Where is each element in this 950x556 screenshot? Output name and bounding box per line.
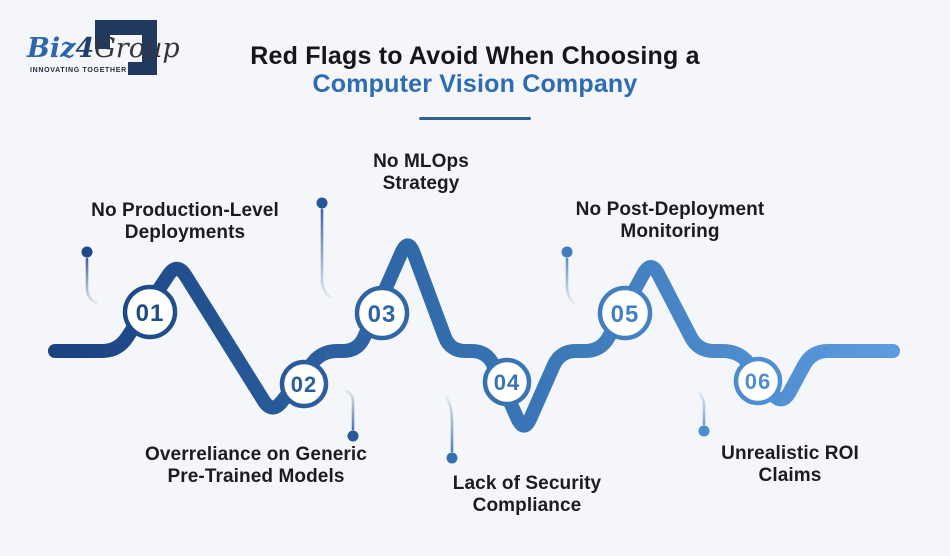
pin-dot-06 bbox=[698, 425, 710, 437]
pin-dot-04 bbox=[446, 452, 458, 464]
milestone-circle-01 bbox=[122, 284, 178, 340]
pin-line-04 bbox=[444, 395, 454, 453]
label-line: No Post-Deployment bbox=[575, 199, 765, 220]
label-line: Deployments bbox=[124, 222, 246, 243]
pin-connector-03 bbox=[316, 197, 332, 299]
milestone-number-02: 02 bbox=[291, 372, 317, 397]
pin-line-05 bbox=[565, 257, 576, 305]
pin-connector-02 bbox=[344, 389, 359, 442]
pin-connector-05 bbox=[561, 246, 576, 305]
milestone-node-03: 03 bbox=[354, 285, 410, 341]
pin-connector-06 bbox=[696, 390, 710, 437]
label-no-mlops-strategy: No MLOps Strategy bbox=[373, 151, 469, 195]
label-line: Unrealistic ROI bbox=[721, 443, 859, 464]
milestone-number-01: 01 bbox=[136, 300, 165, 327]
label-no-post-deployment-monitoring: No Post-Deployment Monitoring bbox=[576, 199, 765, 243]
label-line: Compliance bbox=[472, 495, 582, 516]
logo-text-4: 4 bbox=[75, 33, 95, 64]
pin-dot-05 bbox=[561, 246, 573, 258]
pin-line-03 bbox=[320, 208, 332, 299]
pin-dot-03 bbox=[316, 197, 328, 209]
label-no-production-level-deployments: No Production-Level Deployments bbox=[91, 200, 279, 244]
milestone-circle-04 bbox=[482, 357, 532, 407]
pin-connector-04 bbox=[444, 395, 458, 464]
milestone-node-01: 01 bbox=[122, 284, 178, 340]
pin-connector-01 bbox=[81, 246, 98, 305]
milestone-number-06: 06 bbox=[745, 369, 771, 394]
milestone-node-02: 02 bbox=[279, 359, 329, 409]
label-line: Pre-Trained Models bbox=[167, 466, 345, 487]
milestone-node-04: 04 bbox=[482, 357, 532, 407]
pin-dot-01 bbox=[81, 246, 93, 258]
label-line: No MLOps bbox=[373, 151, 469, 172]
label-line: Lack of Security bbox=[452, 473, 602, 494]
biz4group-logo: Biz4Group bbox=[27, 35, 180, 63]
label-line: Overreliance on Generic bbox=[145, 444, 367, 465]
milestone-circle-06 bbox=[733, 356, 783, 406]
logo-bracket-path bbox=[95, 20, 157, 75]
label-line: Strategy bbox=[382, 173, 460, 194]
logo-text-group: Group bbox=[94, 33, 180, 64]
page-title-line2: Computer Vision Company bbox=[312, 70, 638, 98]
milestone-number-04: 04 bbox=[494, 370, 520, 395]
logo-text-biz: Biz bbox=[27, 33, 76, 64]
milestone-node-05: 05 bbox=[597, 285, 653, 341]
pin-line-01 bbox=[85, 257, 98, 305]
label-line: Claims bbox=[758, 465, 822, 486]
milestone-number-05: 05 bbox=[611, 301, 640, 328]
title-divider bbox=[419, 117, 531, 120]
pin-line-02 bbox=[344, 389, 355, 431]
milestone-circle-02 bbox=[279, 359, 329, 409]
label-lack-of-security-compliance: Lack of Security Compliance bbox=[453, 473, 601, 517]
label-line: Monitoring bbox=[620, 221, 720, 242]
logo-tagline: INNOVATING TOGETHER bbox=[30, 67, 127, 74]
page-title-line1: Red Flags to Avoid When Choosing a bbox=[250, 42, 700, 70]
pin-dot-02 bbox=[347, 430, 359, 442]
milestone-circle-03 bbox=[354, 285, 410, 341]
logo-bracket-shape bbox=[95, 20, 157, 75]
pin-line-06 bbox=[696, 390, 706, 426]
label-line: No Production-Level bbox=[91, 200, 279, 221]
milestone-circle-05 bbox=[597, 285, 653, 341]
milestone-node-06: 06 bbox=[733, 356, 783, 406]
milestone-number-03: 03 bbox=[368, 301, 397, 328]
label-overreliance-generic-pretrained-models: Overreliance on Generic Pre-Trained Mode… bbox=[145, 444, 367, 488]
label-unrealistic-roi-claims: Unrealistic ROI Claims bbox=[721, 443, 859, 487]
